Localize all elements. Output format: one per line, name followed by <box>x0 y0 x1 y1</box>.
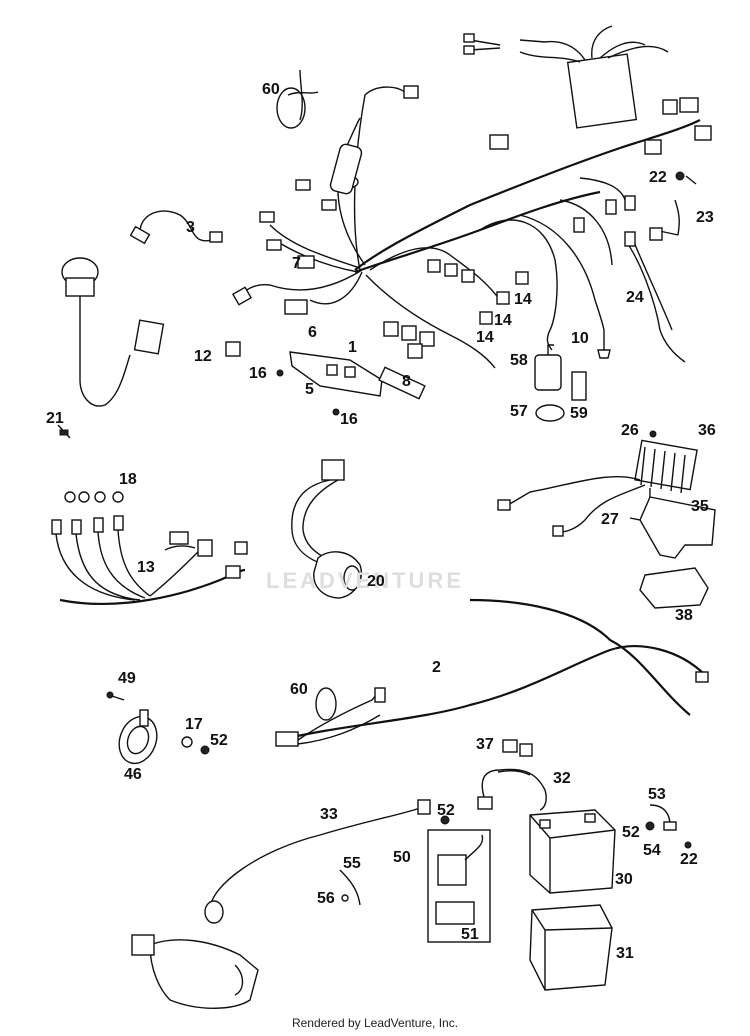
watermark: LEADVENTURE <box>266 568 465 593</box>
callout-6: 6 <box>308 324 317 341</box>
starter-motor <box>131 934 259 1009</box>
callout-5: 5 <box>305 381 314 398</box>
callout-2: 2 <box>432 659 441 676</box>
callout-51: 51 <box>461 926 479 943</box>
callout-50: 50 <box>393 849 411 866</box>
callout-8: 8 <box>402 373 411 390</box>
callout-12: 12 <box>194 348 212 365</box>
callout-17: 17 <box>185 716 203 733</box>
callout-57: 57 <box>510 403 528 420</box>
callout-22: 22 <box>649 169 667 186</box>
callout-10: 10 <box>571 330 589 347</box>
bulb-harness <box>51 491 248 605</box>
callout-1: 1 <box>348 339 357 356</box>
callout-59: 59 <box>570 405 588 422</box>
callout-14: 14 <box>494 312 512 329</box>
callout-18: 18 <box>119 471 137 488</box>
callout-56: 56 <box>317 890 335 907</box>
callout-16: 16 <box>249 365 267 382</box>
callout-30: 30 <box>615 871 633 888</box>
callout-35: 35 <box>691 498 709 515</box>
starter-cable <box>209 807 421 911</box>
callout-31: 31 <box>616 945 634 962</box>
horn <box>118 715 158 765</box>
callout-52: 52 <box>622 824 640 841</box>
callout-23: 23 <box>696 209 714 226</box>
callout-3: 3 <box>186 219 195 236</box>
callout-53: 53 <box>648 786 666 803</box>
callout-7: 7 <box>292 255 301 272</box>
speed-sensor <box>57 257 165 439</box>
voltage-regulator <box>497 439 698 537</box>
callout-52: 52 <box>210 732 228 749</box>
footer-credit: Rendered by LeadVenture, Inc. <box>291 1016 459 1030</box>
callout-14: 14 <box>476 329 494 346</box>
callout-49: 49 <box>118 670 136 687</box>
callout-60: 60 <box>262 81 280 98</box>
sleeve <box>378 366 426 400</box>
callout-21: 21 <box>46 410 64 427</box>
cable-tie <box>276 87 306 129</box>
callout-13: 13 <box>137 559 155 576</box>
main-harness <box>231 69 712 369</box>
callout-52: 52 <box>437 802 455 819</box>
callout-36: 36 <box>698 422 716 439</box>
callout-32: 32 <box>553 770 571 787</box>
callout-58: 58 <box>510 352 528 369</box>
callout-22: 22 <box>680 851 698 868</box>
regulator-bracket <box>639 496 716 559</box>
callout-46: 46 <box>124 766 142 783</box>
battery <box>529 809 616 894</box>
pad <box>639 567 709 609</box>
callout-26: 26 <box>621 422 639 439</box>
battery-box <box>529 904 613 991</box>
sensor-cable <box>139 210 213 242</box>
callout-24: 24 <box>626 289 644 306</box>
callout-60: 60 <box>290 681 308 698</box>
callout-27: 27 <box>601 511 619 528</box>
callout-20: 20 <box>367 573 385 590</box>
callout-33: 33 <box>320 806 338 823</box>
relay-box <box>427 829 491 943</box>
cdi-unit <box>463 25 669 129</box>
callout-37: 37 <box>476 736 494 753</box>
callout-16: 16 <box>340 411 358 428</box>
callout-54: 54 <box>643 842 661 859</box>
callout-55: 55 <box>343 855 361 872</box>
rear-harness <box>279 598 706 742</box>
handlebar-switch <box>291 459 362 599</box>
callout-14: 14 <box>514 291 532 308</box>
cable-tie-2 <box>315 687 337 721</box>
capacitor <box>534 354 562 391</box>
callout-38: 38 <box>675 607 693 624</box>
